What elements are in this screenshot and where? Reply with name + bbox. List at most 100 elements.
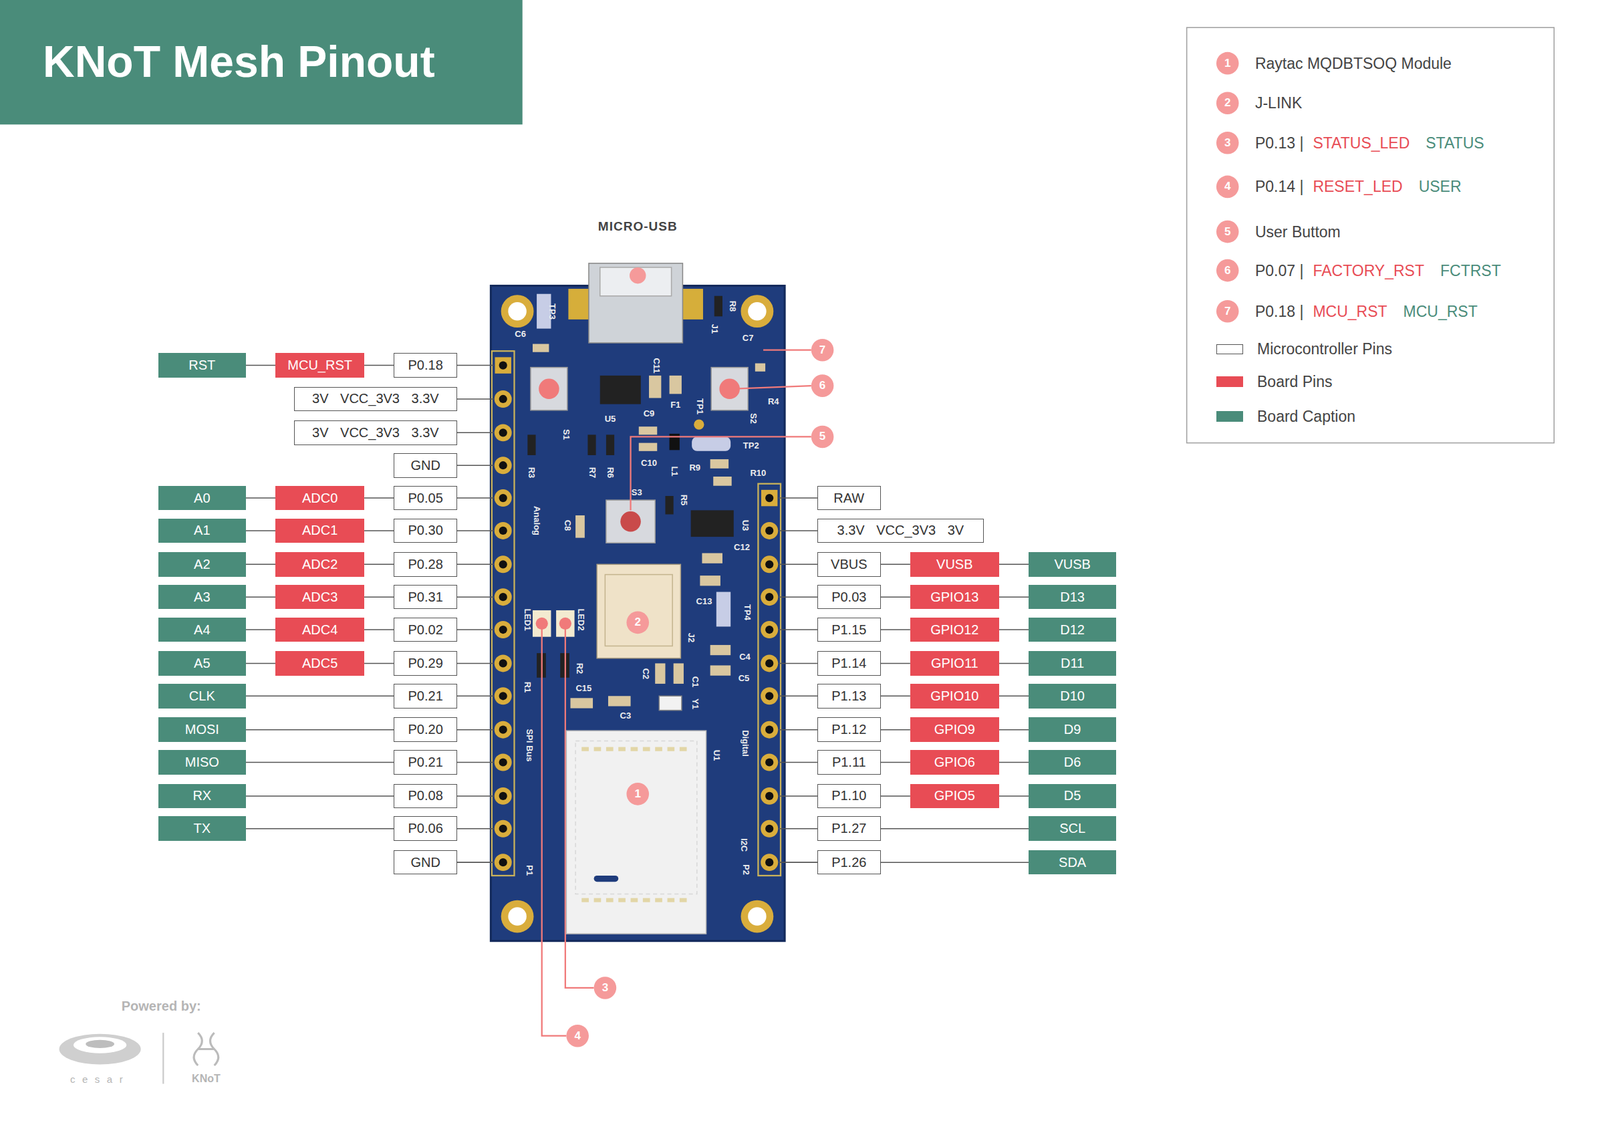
pin-label: P1.10 bbox=[831, 787, 867, 804]
pin-hole bbox=[499, 791, 508, 800]
silkscreen-label: C2 bbox=[640, 667, 651, 680]
silkscreen-label: J1 bbox=[709, 323, 720, 333]
callout-number: 1 bbox=[634, 787, 641, 801]
pin-connector bbox=[364, 497, 394, 499]
legend-text: J-LINK bbox=[1255, 94, 1302, 113]
callout-number: 4 bbox=[574, 1029, 581, 1043]
callout-number: 3 bbox=[1224, 136, 1231, 150]
pin-leader bbox=[457, 398, 494, 400]
module-pad bbox=[679, 898, 688, 903]
silkscreen-label: R8 bbox=[727, 300, 738, 313]
mount-hole bbox=[501, 294, 535, 328]
legend-signal: USER bbox=[1418, 177, 1462, 196]
pin-leader bbox=[778, 564, 818, 566]
pin-label: P0.06 bbox=[408, 820, 444, 837]
module-pad bbox=[667, 898, 676, 903]
legend-number-circle bbox=[1216, 175, 1240, 199]
legend-text: Board Pins bbox=[1257, 372, 1333, 391]
mcu-pin-box: P0.06 bbox=[393, 816, 458, 841]
pin-label: VBUS bbox=[830, 556, 867, 573]
mcu-pin-box: 3V VCC_3V3 3.3V bbox=[294, 386, 458, 412]
resistor bbox=[527, 434, 536, 456]
pin-leader bbox=[778, 628, 818, 631]
pin-connector bbox=[364, 596, 394, 598]
logo-divider bbox=[162, 1032, 164, 1084]
pin-label: MOSI bbox=[185, 721, 220, 738]
pin-leader bbox=[457, 628, 494, 631]
board-caption-box: SDA bbox=[1028, 850, 1117, 875]
board-pin-box: GPIO12 bbox=[910, 617, 1000, 643]
pin-hole bbox=[765, 725, 774, 734]
antenna-mark bbox=[594, 875, 619, 882]
module-pad bbox=[654, 747, 663, 752]
capacitor bbox=[713, 476, 732, 486]
capacitor bbox=[673, 662, 684, 684]
pin-label: P0.20 bbox=[408, 721, 444, 738]
silkscreen-label: C6 bbox=[514, 328, 526, 339]
pin-leader bbox=[457, 432, 494, 434]
button-cap bbox=[538, 378, 560, 399]
pin-label: P0.18 bbox=[408, 357, 444, 373]
pin-connector bbox=[364, 564, 394, 566]
pin-hole bbox=[499, 691, 508, 700]
pin-label: P0.21 bbox=[408, 754, 444, 770]
silkscreen-label: SPI Bus bbox=[524, 728, 535, 762]
legend-text: P0.07 | bbox=[1255, 261, 1304, 280]
header-pin bbox=[494, 654, 512, 672]
pin-label: MCU_RST bbox=[287, 357, 353, 373]
callout-number: 5 bbox=[1224, 225, 1231, 239]
module-pad bbox=[667, 747, 676, 752]
logo-text: KNoT bbox=[191, 1072, 221, 1085]
mcu-pin-box: GND bbox=[393, 850, 458, 875]
silkscreen-label: S1 bbox=[561, 429, 572, 440]
board-pin-box: GPIO11 bbox=[910, 650, 1000, 676]
silkscreen-label: R6 bbox=[605, 467, 616, 479]
legend-number-circle bbox=[1216, 131, 1240, 155]
legend-signal: STATUS bbox=[1425, 133, 1484, 152]
header-pin bbox=[494, 555, 512, 573]
pin-leader bbox=[457, 729, 494, 731]
header-pin bbox=[760, 753, 778, 772]
pin-label: ADC4 bbox=[302, 622, 338, 638]
pin-connector bbox=[364, 529, 394, 532]
pin-hole bbox=[765, 658, 774, 668]
legend-swatch bbox=[1216, 376, 1244, 387]
button-cap bbox=[620, 511, 641, 532]
pin-hole bbox=[765, 858, 774, 867]
board-caption-box: A1 bbox=[158, 518, 246, 544]
legend-text: P0.13 | bbox=[1255, 133, 1304, 152]
silkscreen-label: C1 bbox=[689, 676, 700, 688]
pin-label: P0.02 bbox=[408, 622, 444, 638]
legend-row: P0.14 |RESET_LEDUSER bbox=[1255, 177, 1462, 196]
pin-connector bbox=[999, 761, 1029, 764]
board-pin-box: GPIO9 bbox=[910, 717, 1000, 742]
module-pad bbox=[581, 898, 589, 903]
silkscreen-label: R7 bbox=[586, 467, 597, 479]
pin-leader bbox=[457, 497, 494, 499]
pin-label: D13 bbox=[1059, 589, 1085, 605]
pin-leader bbox=[457, 364, 494, 367]
pin-label: ADC3 bbox=[302, 589, 338, 605]
header-pin bbox=[494, 456, 512, 474]
legend-row: User Buttom bbox=[1255, 222, 1341, 241]
pin-leader bbox=[457, 795, 494, 797]
board-caption-box: A2 bbox=[158, 552, 246, 577]
resistor bbox=[587, 434, 596, 456]
capacitor bbox=[699, 575, 721, 586]
pin-label: GPIO12 bbox=[930, 622, 979, 638]
fuse bbox=[669, 375, 682, 394]
callout-number: 7 bbox=[819, 343, 826, 357]
pin-leader bbox=[778, 695, 818, 698]
callout-number: 1 bbox=[1224, 56, 1231, 71]
pin-hole bbox=[765, 691, 774, 700]
legend-swatch bbox=[1216, 344, 1244, 355]
pin-connector bbox=[880, 596, 911, 598]
legend-row: P0.07 |FACTORY_RSTFCTRST bbox=[1255, 261, 1502, 280]
header-pin bbox=[494, 787, 512, 805]
pin-label: RST bbox=[188, 357, 216, 373]
module-pad bbox=[581, 747, 589, 752]
board-caption-box: A3 bbox=[158, 584, 246, 610]
pin-label: D9 bbox=[1063, 721, 1082, 738]
module-pad bbox=[618, 898, 626, 903]
legend-text: P0.14 | bbox=[1255, 177, 1304, 196]
